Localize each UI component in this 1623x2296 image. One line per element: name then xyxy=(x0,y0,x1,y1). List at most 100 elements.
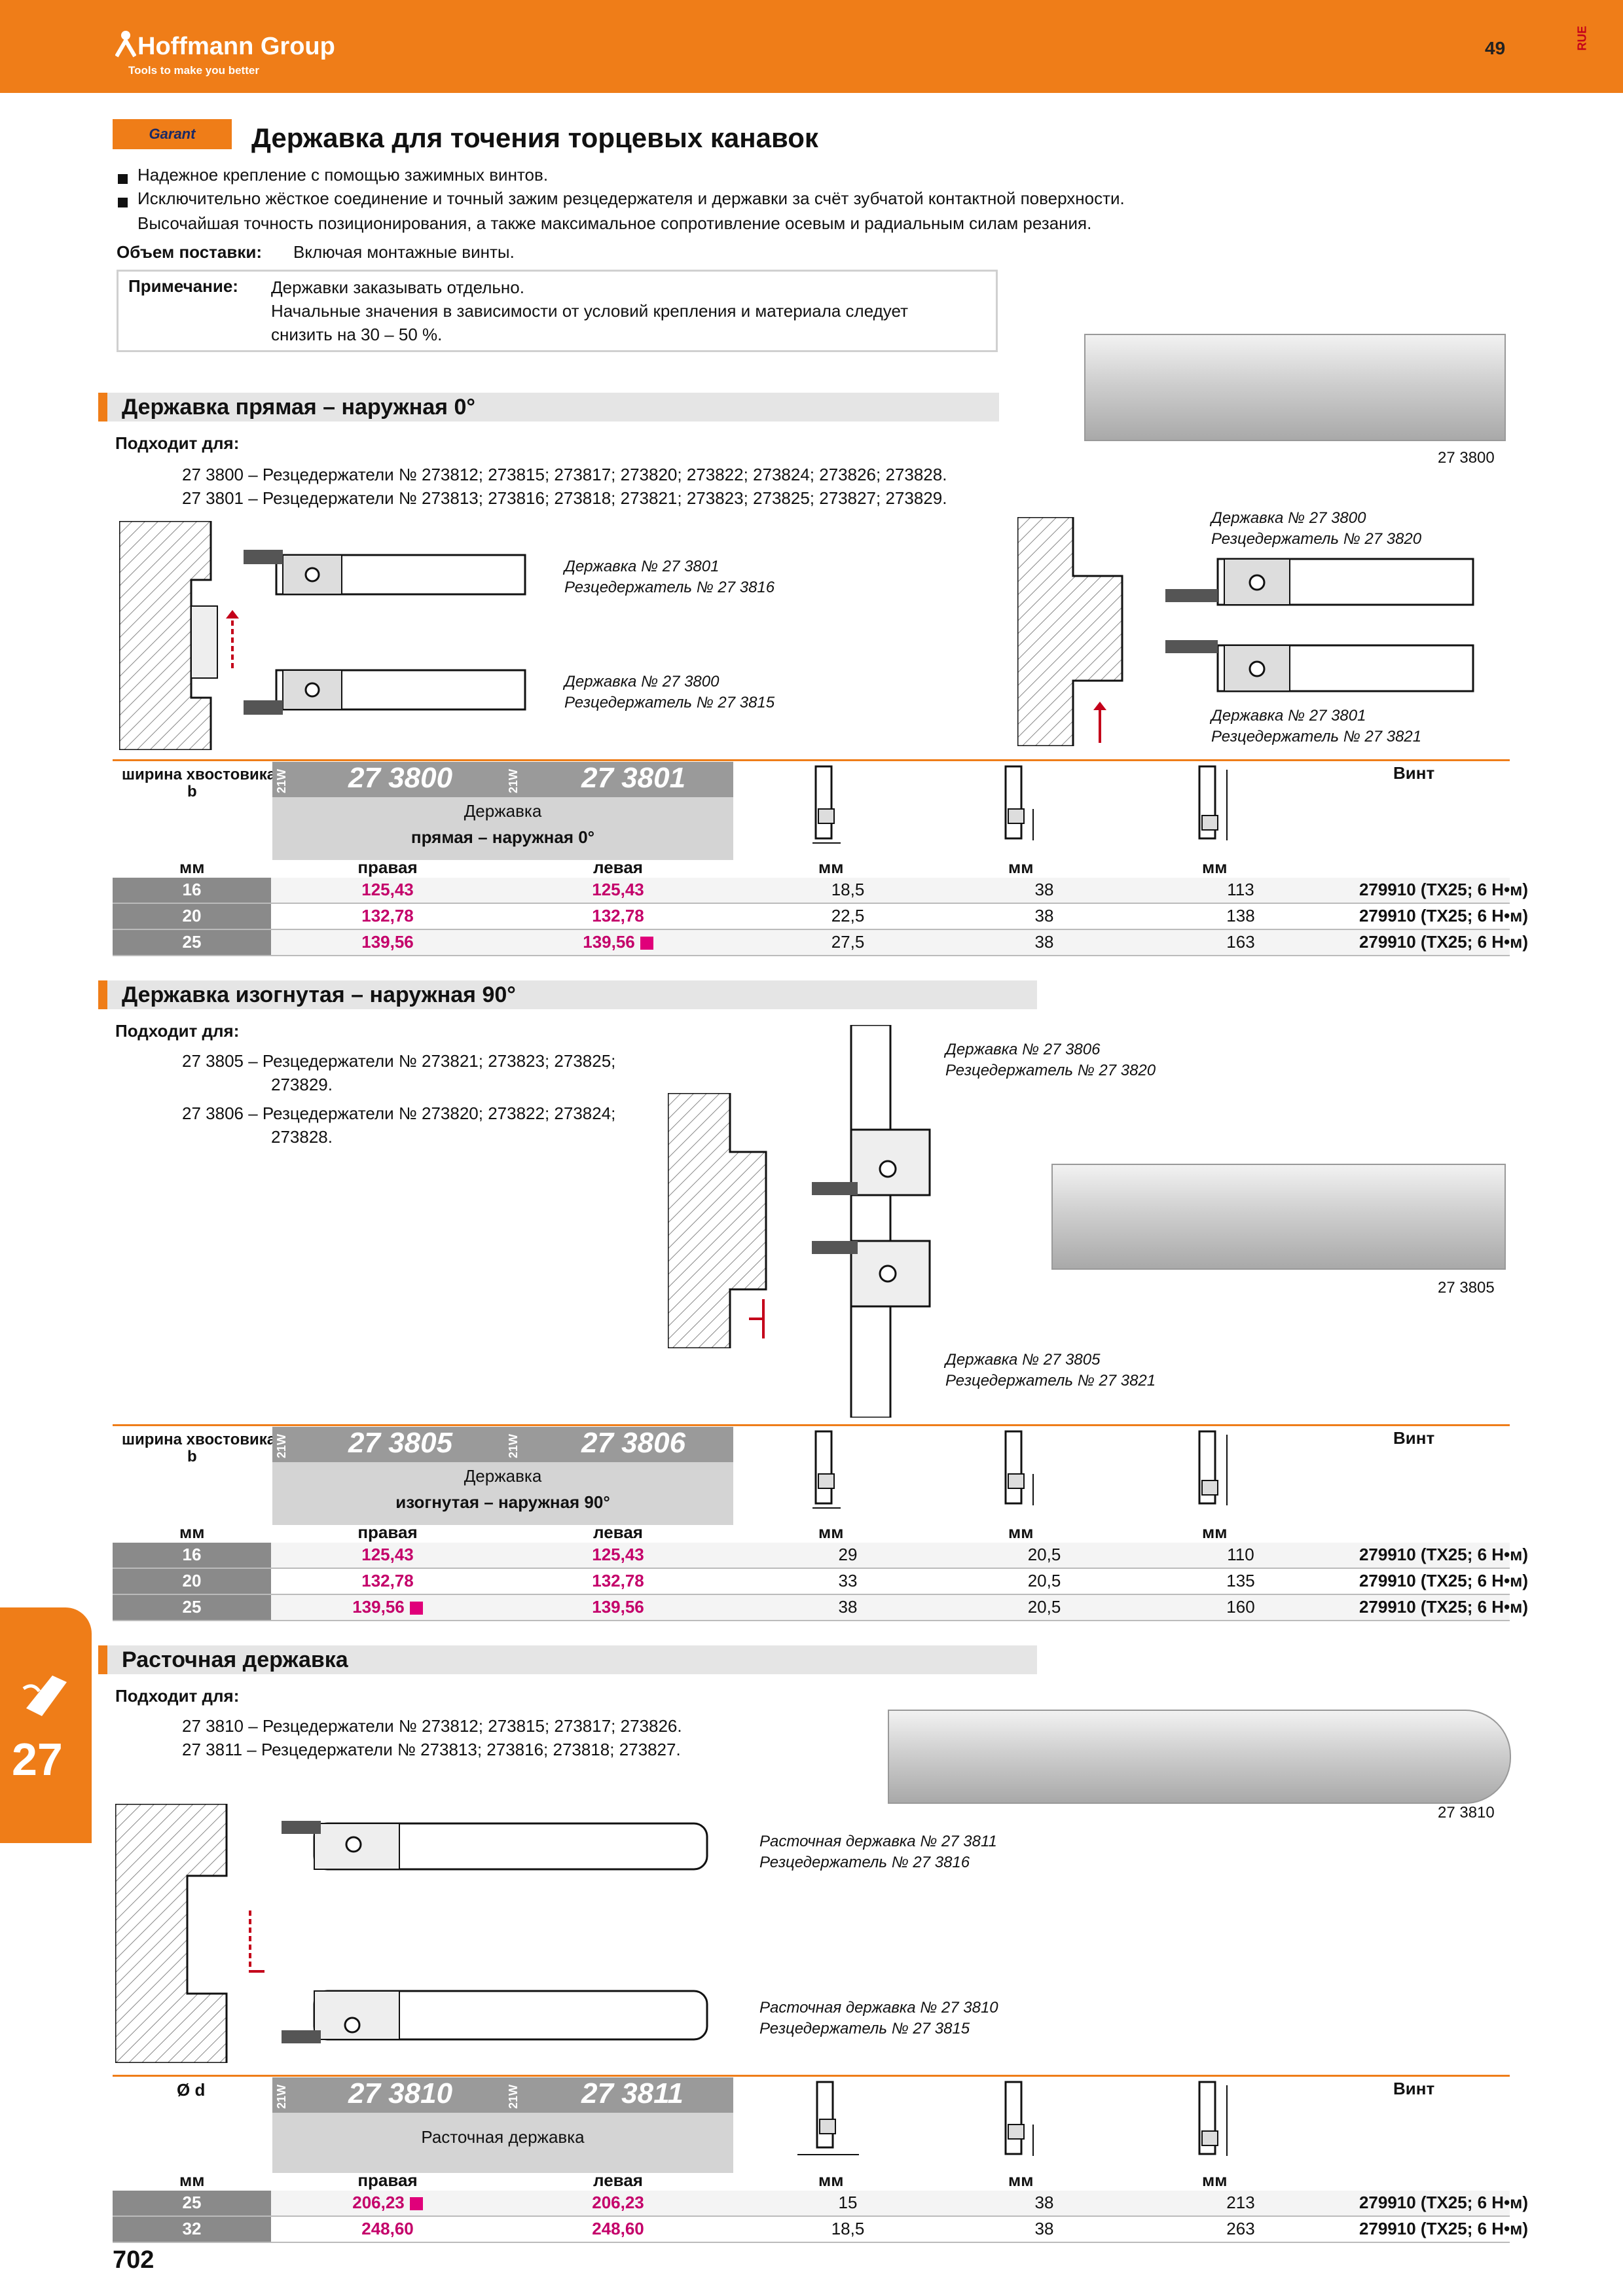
drawing-caption: Державка № 27 3800 xyxy=(564,673,720,691)
screw-value: 279910 (TX25; 6 Н•м) xyxy=(1359,906,1529,925)
price-right: 132,78 xyxy=(361,1571,414,1590)
table-row xyxy=(113,904,1510,930)
price-left: 206,23 xyxy=(592,2193,644,2212)
row-key-cell xyxy=(113,878,271,903)
row-key: 32 xyxy=(182,2219,202,2238)
section-accent xyxy=(98,980,107,1009)
price-left: 125,43 xyxy=(592,880,644,899)
fits-line: 273829. xyxy=(271,1075,333,1094)
unit: мм xyxy=(818,2170,844,2190)
table-row xyxy=(113,930,1510,956)
drawing-caption: Резцедержатель № 27 3821 xyxy=(1211,728,1422,745)
fits-label: Подходит для: xyxy=(115,1021,240,1041)
photo-label: 27 3805 xyxy=(1438,1279,1495,1297)
col-header: ширина хвостовика xyxy=(122,766,276,783)
unit: мм xyxy=(818,1522,844,1542)
new-item-marker-icon xyxy=(409,2197,423,2211)
section-accent xyxy=(98,393,107,422)
intro-bullet: Исключительно жёсткое соединение и точны… xyxy=(137,188,1125,208)
group-sublabel: прямая – наружная 0° xyxy=(410,827,595,847)
dimension-value: 18,5 xyxy=(831,2219,865,2238)
arrow-icon xyxy=(226,610,239,671)
table-row xyxy=(113,1543,1510,1569)
product-number-bar xyxy=(272,762,733,797)
product-number: 27 3800 xyxy=(348,762,453,794)
fits-line: 27 3801 – Резцедержатели № 273813; 27381… xyxy=(182,488,947,508)
code-label: 21W xyxy=(507,2084,520,2109)
row-key-cell xyxy=(113,930,271,955)
section-title: Державка прямая – наружная 0° xyxy=(122,395,475,420)
table-top-line xyxy=(113,759,1510,761)
product-number-bar xyxy=(272,1427,733,1462)
code-label: 21W xyxy=(275,2084,288,2109)
drawing-caption: Державка № 27 3806 xyxy=(945,1041,1101,1058)
arrow-icon xyxy=(249,1910,264,1973)
row-key: 25 xyxy=(182,2193,202,2212)
group-box xyxy=(272,1462,733,1525)
fits-label: Подходит для: xyxy=(115,433,240,453)
product-number: 27 3801 xyxy=(581,762,686,794)
price-right: 206,23 xyxy=(272,2190,503,2215)
fits-line: 27 3800 – Резцедержатели № 273812; 27381… xyxy=(182,465,947,484)
supply-value: Включая монтажные винты. xyxy=(293,242,515,262)
product-number: 27 3805 xyxy=(348,1427,453,1459)
drawing-caption: Резцедержатель № 27 3816 xyxy=(564,579,775,596)
product-number: 27 3806 xyxy=(581,1427,686,1459)
note-line: Начальные значения в зависимости от усло… xyxy=(271,301,908,321)
section-bar xyxy=(98,1645,1037,1674)
dimension-value: 20,5 xyxy=(1027,1597,1061,1617)
section-bar xyxy=(98,393,999,422)
row-key: 16 xyxy=(182,880,202,899)
dimension-value: 18,5 xyxy=(831,880,865,899)
product-photo-273800 xyxy=(1084,334,1506,441)
bullet-icon xyxy=(118,174,128,184)
group-label: Державка xyxy=(464,1466,542,1486)
section-title: Державка изогнутая – наружная 90° xyxy=(122,982,516,1007)
intro-bullet: Высочайшая точность позиционирования, а … xyxy=(137,213,1092,233)
language-code: RUE xyxy=(1575,26,1589,51)
dimension-icon xyxy=(812,1430,841,1509)
dimension-icon xyxy=(1004,2081,1034,2156)
product-photo-273805 xyxy=(1051,1164,1506,1270)
price-right: 125,43 xyxy=(361,1545,414,1564)
workpiece-drawing xyxy=(119,521,218,750)
product-photo-273810 xyxy=(888,1710,1511,1804)
row-key-cell xyxy=(113,1569,271,1594)
holder-drawing-273806 xyxy=(812,1025,931,1418)
arrow-icon xyxy=(749,1299,765,1338)
photo-label: 27 3800 xyxy=(1438,449,1495,467)
screw-value: 279910 (TX25; 6 Н•м) xyxy=(1359,2219,1529,2238)
price-right: 132,78 xyxy=(361,906,414,925)
dimension-value: 38 xyxy=(1034,880,1054,899)
grooving-tool-icon xyxy=(22,1676,67,1716)
brand-name: Hoffmann Group xyxy=(137,33,335,60)
dimension-value: 38 xyxy=(1034,2219,1054,2238)
price-left: 248,60 xyxy=(592,2219,644,2238)
dimension-icon xyxy=(797,2081,859,2155)
table-top-line xyxy=(113,2075,1510,2077)
fits-line: 27 3811 – Резцедержатели № 273813; 27381… xyxy=(182,1740,681,1759)
dimension-icon xyxy=(1004,765,1034,840)
unit: мм xyxy=(818,857,844,877)
unit: мм xyxy=(1008,857,1034,877)
dimension-value: 263 xyxy=(1226,2219,1255,2238)
dimension-value: 22,5 xyxy=(831,906,865,925)
col-header: ширина хвостовика xyxy=(122,1431,276,1448)
code-label: 21W xyxy=(507,1433,520,1458)
section-bar xyxy=(98,980,1037,1009)
unit: мм xyxy=(1202,1522,1228,1542)
fits-line: 273828. xyxy=(271,1127,333,1147)
unit: мм xyxy=(179,2170,205,2190)
table-row xyxy=(113,2191,1510,2217)
dimension-value: 27,5 xyxy=(831,932,865,952)
dimension-icon xyxy=(1198,2081,1228,2156)
holder-drawing-273801 xyxy=(1165,640,1474,692)
code-label: 21W xyxy=(275,768,288,793)
section-accent xyxy=(98,1645,107,1674)
dimension-value: 163 xyxy=(1226,932,1255,952)
price-right: 125,43 xyxy=(361,880,414,899)
col-header: Ø d xyxy=(177,2080,206,2100)
note-line: снизить на 30 – 50 %. xyxy=(271,325,443,344)
drawing-caption: Державка № 27 3801 xyxy=(1211,707,1366,725)
col-left: левая xyxy=(593,857,643,877)
